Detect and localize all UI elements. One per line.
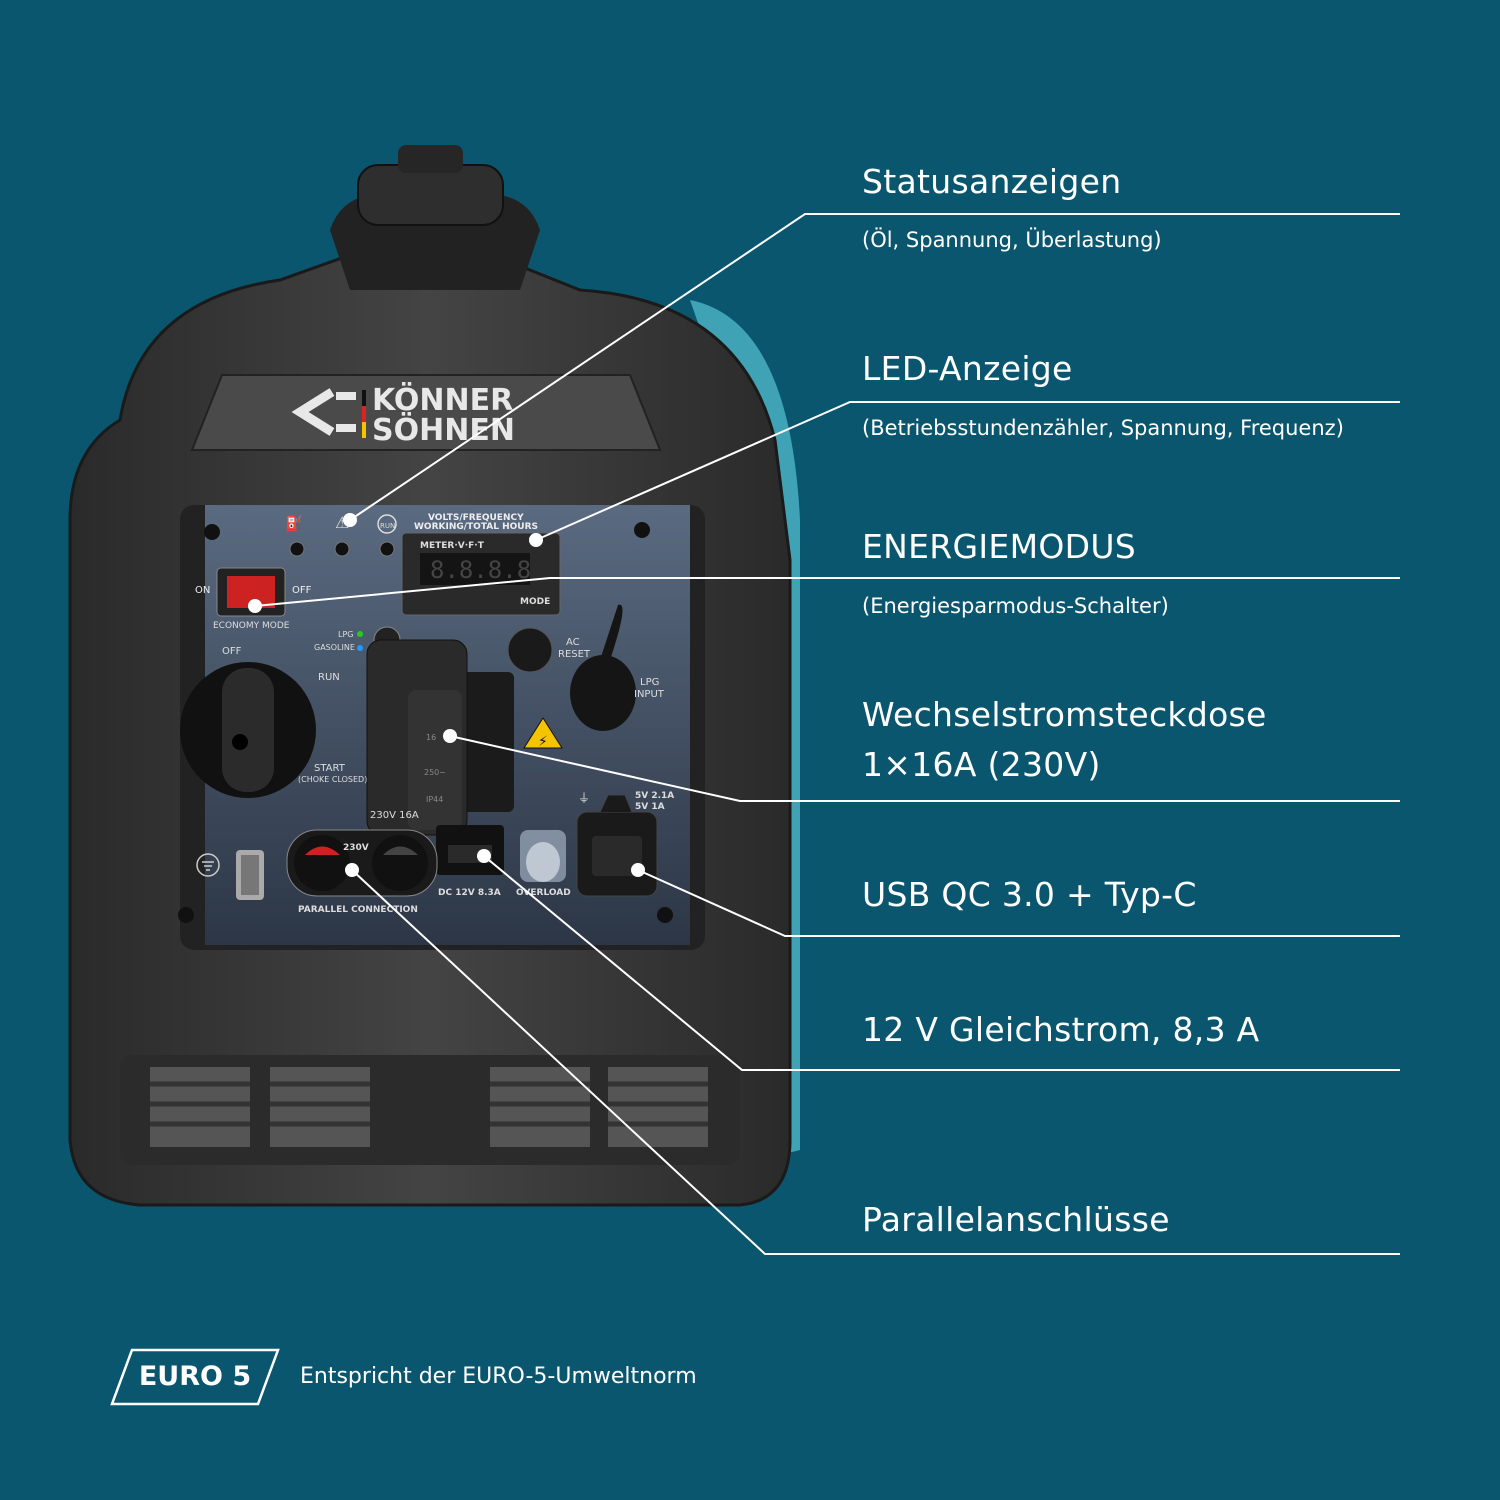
parallel-connection-label: PARALLEL CONNECTION bbox=[298, 905, 418, 915]
ground-terminal[interactable] bbox=[236, 850, 264, 900]
status-indicators: ⛽ ⚠ RUN bbox=[285, 513, 397, 557]
callout-line-usb bbox=[637, 869, 1400, 937]
feature-title-led: LED-Anzeige bbox=[862, 349, 1073, 388]
ac-reset-button[interactable] bbox=[507, 627, 553, 673]
callout-line-led bbox=[535, 401, 1400, 541]
choke-closed-label: (CHOKE CLOSED) bbox=[298, 775, 367, 784]
dc-label: DC 12V 8.3A bbox=[438, 888, 501, 898]
feature-title-energy: ENERGIEMODUS bbox=[862, 527, 1137, 566]
off-label: OFF bbox=[292, 585, 312, 596]
euro5-badge: EURO 5 bbox=[110, 1348, 280, 1406]
euro5-badge-text: EURO 5 bbox=[138, 1361, 252, 1392]
socket-ip44: IP44 bbox=[426, 795, 443, 804]
meter-display: 8.8.8.8 bbox=[430, 556, 531, 584]
dc-socket[interactable] bbox=[436, 825, 504, 875]
warning-icon: ⚡ bbox=[523, 717, 563, 750]
feature-title-parallel: Parallelanschlüsse bbox=[862, 1200, 1170, 1239]
callout-line-status bbox=[349, 213, 1400, 521]
feature-title-ac-line1: Wechselstromsteckdose bbox=[862, 695, 1267, 734]
socket-250: 250~ bbox=[424, 768, 446, 777]
feature-title-ac-line2: 1×16A (230V) bbox=[862, 745, 1101, 784]
usb-label-2: 5V 1A bbox=[635, 802, 665, 812]
callout-lines bbox=[254, 213, 1400, 1255]
parallel-voltage-label: 230V bbox=[343, 843, 369, 853]
ac-reset-label-1: AC bbox=[566, 637, 580, 648]
screw-icon bbox=[634, 522, 650, 538]
feature-subtitle-status: (Öl, Spannung, Überlastung) bbox=[862, 228, 1162, 252]
euro5-description: Entspricht der EURO-5-Umweltnorm bbox=[300, 1364, 697, 1389]
socket-16: 16 bbox=[426, 733, 436, 742]
run-icon: RUN bbox=[380, 522, 395, 530]
badge-frame-icon bbox=[110, 1348, 280, 1406]
lpg-input-cap[interactable] bbox=[570, 604, 636, 731]
engine-switch-dial[interactable] bbox=[180, 662, 316, 798]
callout-line-ac bbox=[449, 735, 1400, 802]
lpg-indicator-label: LPG bbox=[338, 630, 353, 639]
mode-label: MODE bbox=[520, 597, 550, 607]
callout-line-economy bbox=[254, 577, 1400, 607]
svg-text:⚡: ⚡ bbox=[538, 734, 548, 750]
usb-label-1: 5V 2.1A bbox=[635, 791, 674, 801]
volts-frequency-label: VOLTS/FREQUENCY bbox=[428, 513, 524, 523]
lpg-input-label-2: INPUT bbox=[634, 689, 665, 700]
meter-label: METER·V·F·T bbox=[420, 541, 485, 551]
callout-line-parallel bbox=[351, 869, 1400, 1255]
screw-icon bbox=[204, 524, 220, 540]
socket-rating-label: 230V 16A bbox=[370, 810, 419, 821]
feature-subtitle-led: (Betriebsstundenzähler, Spannung, Freque… bbox=[862, 416, 1344, 440]
screw-icon bbox=[657, 907, 673, 923]
gasoline-indicator-label: GASOLINE bbox=[314, 643, 355, 652]
lpg-input-label-1: LPG bbox=[640, 677, 659, 688]
callout-line-dc bbox=[483, 855, 1400, 1071]
ground-icon bbox=[196, 853, 220, 877]
brand-plate bbox=[190, 374, 662, 451]
on-label: ON bbox=[195, 585, 210, 596]
usb-icon: ⏚ bbox=[578, 791, 590, 805]
overload-button[interactable] bbox=[520, 830, 566, 882]
air-vents bbox=[120, 1055, 740, 1165]
dial-run-label: RUN bbox=[318, 672, 340, 683]
feature-title-dc: 12 V Gleichstrom, 8,3 A bbox=[862, 1010, 1260, 1049]
feature-title-status: Statusanzeigen bbox=[862, 162, 1122, 201]
working-hours-label: WORKING/TOTAL HOURS bbox=[414, 522, 538, 532]
callout-dots bbox=[248, 513, 645, 877]
brand-logo-icon bbox=[291, 388, 366, 438]
ac-socket[interactable]: 16 250~ IP44 bbox=[366, 639, 514, 836]
feature-title-usb: USB QC 3.0 + Typ-C bbox=[862, 875, 1197, 914]
screw-icon bbox=[178, 907, 194, 923]
brand-line1: KÖNNER bbox=[372, 381, 513, 418]
dial-off-label: OFF bbox=[222, 646, 242, 657]
oil-icon: ⛽ bbox=[285, 515, 302, 532]
brand-line2: SÖHNEN bbox=[372, 411, 515, 448]
parallel-connection-ports[interactable] bbox=[286, 829, 438, 897]
fuel-cap bbox=[330, 145, 540, 290]
overload-label: OVERLOAD bbox=[516, 888, 571, 898]
economy-mode-label: ECONOMY MODE bbox=[213, 621, 290, 631]
dial-start-label: START bbox=[314, 763, 346, 774]
feature-subtitle-energy: (Energiesparmodus-Schalter) bbox=[862, 594, 1169, 618]
ac-reset-label-2: RESET bbox=[558, 649, 591, 660]
